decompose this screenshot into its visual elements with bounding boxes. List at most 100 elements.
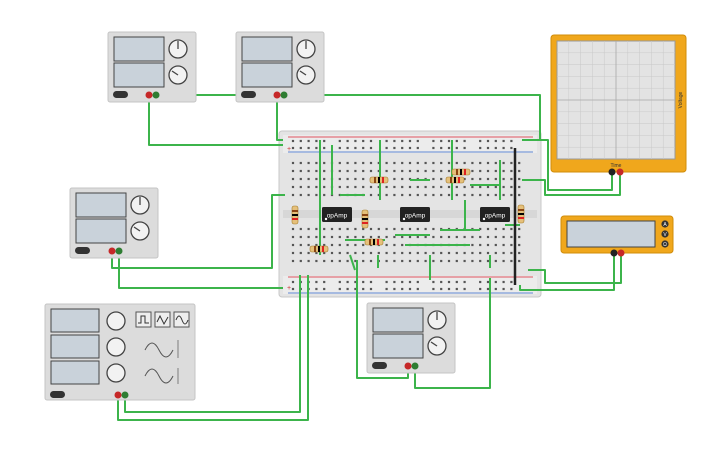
breadboard-hole[interactable] [401, 169, 404, 173]
rail-hole[interactable] [307, 139, 310, 143]
breadboard-hole[interactable] [408, 227, 412, 231]
breadboard-hole[interactable] [494, 177, 497, 181]
breadboard-hole[interactable] [455, 251, 458, 255]
breadboard-hole[interactable] [338, 169, 341, 173]
multimeter[interactable]: A V Ω [560, 215, 674, 257]
rail-hole[interactable] [486, 139, 490, 143]
breadboard-hole[interactable] [432, 177, 435, 181]
breadboard-hole[interactable] [479, 177, 482, 181]
breadboard-hole[interactable] [385, 161, 388, 165]
breadboard-hole[interactable] [471, 185, 474, 189]
breadboard-hole[interactable] [510, 185, 513, 189]
breadboard-hole[interactable] [440, 259, 443, 263]
resistor[interactable] [291, 205, 299, 225]
breadboard-hole[interactable] [369, 251, 373, 255]
breadboard-hole[interactable] [299, 161, 302, 165]
rail-hole[interactable] [447, 146, 451, 150]
breadboard-hole[interactable] [486, 161, 490, 165]
power-switch[interactable] [75, 247, 90, 254]
rail-hole[interactable] [385, 146, 388, 150]
breadboard-hole[interactable] [479, 227, 482, 231]
breadboard-hole[interactable] [362, 243, 365, 247]
breadboard-hole[interactable] [479, 251, 482, 255]
breadboard-hole[interactable] [479, 185, 482, 189]
breadboard-hole[interactable] [291, 243, 295, 247]
rail-hole[interactable] [369, 287, 373, 291]
breadboard-hole[interactable] [385, 243, 388, 247]
breadboard-hole[interactable] [471, 235, 474, 239]
breadboard-hole[interactable] [416, 251, 419, 255]
breadboard-hole[interactable] [291, 177, 295, 181]
resistor[interactable] [364, 238, 384, 246]
power-switch[interactable] [372, 362, 387, 369]
rail-hole[interactable] [463, 287, 466, 291]
breadboard-hole[interactable] [307, 169, 310, 173]
power-supply-2[interactable] [235, 31, 325, 103]
breadboard-hole[interactable] [447, 235, 451, 239]
rail-hole[interactable] [369, 139, 373, 143]
breadboard-hole[interactable] [362, 259, 365, 263]
power-switch[interactable] [113, 91, 128, 98]
breadboard-hole[interactable] [362, 251, 365, 255]
breadboard-hole[interactable] [424, 251, 427, 255]
breadboard-hole[interactable] [307, 259, 310, 263]
breadboard-hole[interactable] [486, 169, 490, 173]
rail-hole[interactable] [393, 280, 396, 284]
breadboard-hole[interactable] [463, 259, 466, 263]
breadboard-hole[interactable] [346, 161, 349, 165]
resistors[interactable] [291, 168, 525, 253]
rail-hole[interactable] [307, 146, 310, 150]
breadboard-hole[interactable] [510, 169, 513, 173]
breadboard-hole[interactable] [479, 235, 482, 239]
rail-hole[interactable] [385, 287, 388, 291]
breadboard-hole[interactable] [424, 259, 427, 263]
breadboard-hole[interactable] [393, 185, 396, 189]
breadboard-hole[interactable] [291, 161, 295, 165]
breadboard-hole[interactable] [471, 243, 474, 247]
breadboard-hole[interactable] [486, 259, 490, 263]
rail-hole[interactable] [354, 139, 357, 143]
rail-hole[interactable] [440, 139, 443, 143]
breadboard-hole[interactable] [393, 259, 396, 263]
breadboard-hole[interactable] [362, 169, 365, 173]
rail-hole[interactable] [291, 280, 295, 284]
breadboard-hole[interactable] [338, 177, 341, 181]
breadboard-hole[interactable] [299, 259, 302, 263]
com-terminal[interactable] [610, 249, 618, 257]
breadboard-hole[interactable] [299, 169, 302, 173]
breadboard-hole[interactable] [494, 235, 497, 239]
breadboard-hole[interactable] [338, 243, 341, 247]
breadboard-hole[interactable] [432, 169, 435, 173]
breadboard-hole[interactable] [354, 227, 357, 231]
breadboard-hole[interactable] [369, 259, 373, 263]
breadboard-hole[interactable] [463, 251, 466, 255]
breadboard-hole[interactable] [494, 193, 497, 197]
breadboard-hole[interactable] [502, 177, 505, 181]
breadboard-hole[interactable] [377, 185, 380, 189]
breadboard-hole[interactable] [408, 161, 412, 165]
breadboard-hole[interactable] [385, 227, 388, 231]
breadboard-hole[interactable] [323, 161, 326, 165]
rail-hole[interactable] [408, 146, 412, 150]
power-switch[interactable] [241, 91, 256, 98]
wire[interactable] [124, 275, 301, 413]
breadboard-hole[interactable] [315, 259, 318, 263]
breadboard-hole[interactable] [323, 235, 326, 239]
breadboard-hole[interactable] [354, 243, 357, 247]
breadboard-hole[interactable] [377, 235, 380, 239]
breadboard-hole[interactable] [346, 243, 349, 247]
square-wave-button[interactable] [135, 311, 152, 328]
breadboard-hole[interactable] [432, 185, 435, 189]
breadboard-hole[interactable] [346, 235, 349, 239]
breadboard-hole[interactable] [471, 259, 474, 263]
breadboard-hole[interactable] [393, 177, 396, 181]
breadboard-hole[interactable] [494, 169, 497, 173]
breadboard-hole[interactable] [401, 227, 404, 231]
rail-hole[interactable] [463, 280, 466, 284]
breadboard-hole[interactable] [432, 227, 435, 231]
breadboard-hole[interactable] [315, 251, 318, 255]
breadboard-hole[interactable] [494, 243, 497, 247]
probe-terminal-positive[interactable] [616, 168, 624, 176]
wire[interactable] [522, 139, 613, 191]
breadboard-hole[interactable] [494, 161, 497, 165]
